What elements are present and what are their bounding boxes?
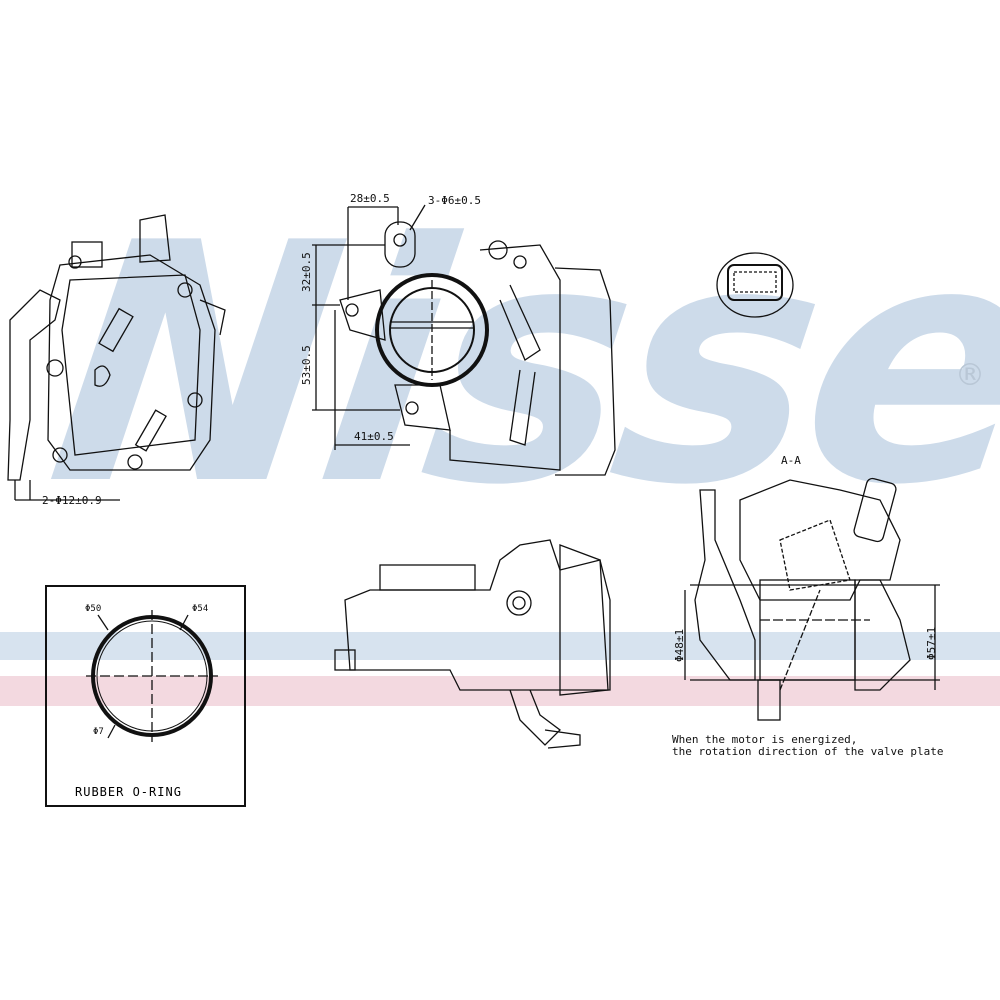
dim-width-lower: 41±0.5 (354, 430, 394, 443)
dim-pipe-holes: 2-Φ12±0.9 (42, 494, 102, 507)
dim-bolt-spacing: 28±0.5 (350, 192, 390, 205)
actuator-back-view (7, 214, 226, 481)
throttle-front-view (14, 204, 616, 501)
section-label: A-A (781, 454, 801, 467)
note-line-1: When the motor is energized, (672, 733, 858, 746)
blue-band (0, 632, 1000, 660)
note-line-2: the rotation direction of the valve plat… (672, 745, 944, 758)
registered-mark: ® (955, 358, 985, 393)
dim-outer-diameter: Φ57±1 (925, 626, 938, 660)
oring-inner-label: Φ50 (85, 604, 102, 614)
oring-thickness-label: Φ7 (93, 727, 104, 737)
dim-inner-diameter: Φ48±1 (673, 628, 686, 662)
oring-title: RUBBER O-RING (75, 785, 182, 799)
dim-bolt-holes: 3-Φ6±0.5 (428, 194, 481, 207)
pink-band (0, 676, 1000, 706)
oring-panel: Φ50 Φ54 Φ7 RUBBER O-RING (45, 585, 246, 807)
connector-view (716, 252, 794, 318)
dim-height-upper: 32±0.5 (300, 252, 313, 292)
oring-drawing (86, 610, 218, 742)
oring-outer-label: Φ54 (192, 604, 209, 614)
rotation-note: When the motor is energized, the rotatio… (672, 734, 944, 758)
section-aa-view (684, 477, 940, 721)
throttle-side-view (334, 539, 611, 749)
dim-height-lower: 53±0.5 (300, 345, 313, 385)
